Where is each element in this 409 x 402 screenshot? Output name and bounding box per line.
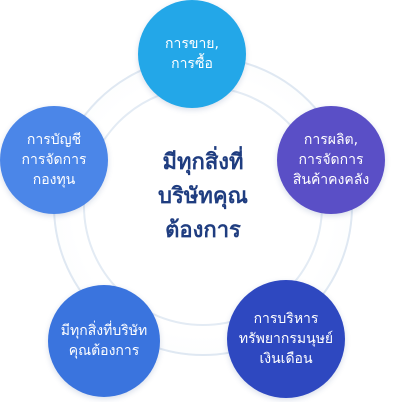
node-production-inventory: การผลิต, การจัดการ สินค้าคงคลัง [277,106,385,214]
center-title: มีทุกสิ่งที่ บริษัทคุณ ต้องการ [158,150,248,243]
node-hr-payroll: การบริหาร ทรัพยากรมนุษย์ เงินเดือน [227,280,345,398]
node-production-inventory-label: การผลิต, การจัดการ สินค้าคงคลัง [292,132,370,188]
node-everything-company: มีทุกสิ่งที่บริษัท คุณต้องการ [48,285,160,397]
node-accounting-fund: การบัญชี การจัดการ กองทุน [0,106,108,214]
node-accounting-fund-label: การบัญชี การจัดการ กองทุน [21,132,87,188]
node-hr-payroll-label: การบริหาร ทรัพยากรมนุษย์ เงินเดือน [238,311,334,367]
node-sales-purchasing-label: การขาย, การซื้อ [165,36,219,72]
node-everything-company-label: มีทุกสิ่งที่บริษัท คุณต้องการ [60,323,148,359]
node-sales-purchasing: การขาย, การซื้อ [138,0,246,108]
